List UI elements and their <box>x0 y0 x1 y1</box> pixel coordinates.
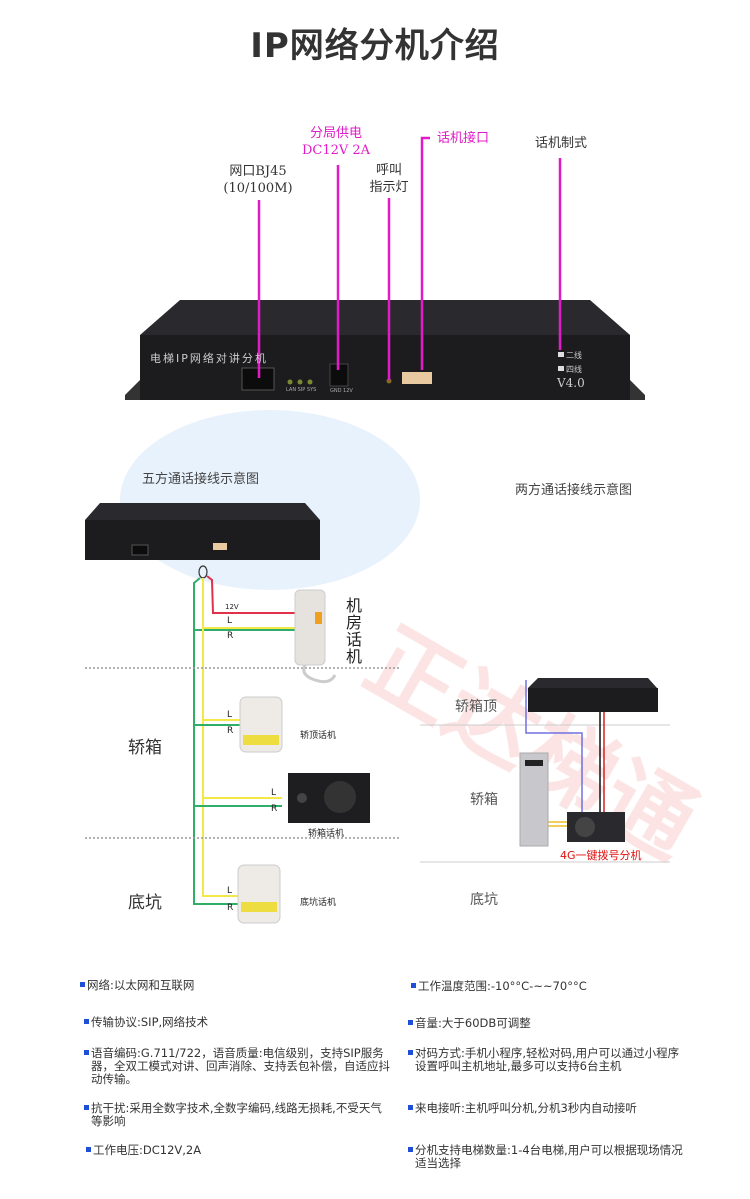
network-port-line2: (10/100M) <box>223 181 293 196</box>
left-diagram-title: 五方通话接线示意图 <box>142 472 260 487</box>
car-wire-l: L <box>271 788 277 798</box>
phone-mode-label: 话机制式 <box>535 136 588 151</box>
spec-item: 分机支持电梯数量:1-4台电梯,用户可以根据现场情况适当选择 <box>408 1144 687 1170</box>
network-port-line1: 网口BJ45 <box>229 164 287 179</box>
spec-item: 音量:大于60DB可调整 <box>408 1017 735 1030</box>
power-label: 分局供电 DC12V 2A <box>296 125 376 159</box>
right-wires <box>525 680 605 827</box>
page-title: IP网络分机介绍 <box>250 26 500 66</box>
dialer-label: 4G一键拨号分机 <box>560 849 642 862</box>
left-diagram-device <box>85 503 320 560</box>
pit-phone-image <box>237 864 281 924</box>
pit-label: 底坑 <box>128 893 162 913</box>
car-top-wire-r: R <box>227 726 234 736</box>
led-labels: LAN SIP SYS <box>286 387 317 393</box>
car-top-label: 轿箱顶 <box>455 699 497 715</box>
right-pit-label: 底坑 <box>470 892 498 908</box>
pit-phone-label: 底坑话机 <box>300 898 337 908</box>
spec-item: 传输协议:SIP,网络技术 <box>84 1016 411 1029</box>
power-line1: 分局供电 <box>309 126 362 141</box>
device-version: V4.0 <box>557 376 585 390</box>
call-indicator-label: 呼叫 指示灯 <box>359 162 419 196</box>
right-diagram-device <box>528 678 658 712</box>
car-label: 轿箱 <box>128 738 162 758</box>
device-name: 电梯IP网络对讲分机 <box>150 352 268 365</box>
spec-item: 对码方式:手机小程序,轻松对码,用户可以通过小程序设置呼叫主机地址,最多可以支持… <box>408 1047 687 1073</box>
spec-item: 网络:以太网和互联网 <box>80 979 407 992</box>
spec-item: 工作温度范围:-10°°C-~~70°°C <box>411 980 738 993</box>
main-device-image <box>125 300 645 400</box>
call-indicator-line1: 呼叫 <box>375 163 402 178</box>
car-top-phone-label: 轿顶话机 <box>300 731 337 741</box>
right-car-label: 轿箱 <box>470 792 498 808</box>
mode-option-2wire: 二线 <box>566 351 582 360</box>
car-panel-image <box>519 752 549 847</box>
spec-item: 工作电压:DC12V,2A <box>86 1144 413 1157</box>
machine-room-phone-label: 机房话机 <box>346 596 363 666</box>
wire-label-r: R <box>227 631 234 641</box>
car-phone-image <box>288 773 370 823</box>
car-phone-label: 轿箱话机 <box>308 829 345 839</box>
pit-wire-l: L <box>227 886 233 896</box>
power-line2: DC12V 2A <box>301 143 371 158</box>
level-dividers <box>85 667 400 839</box>
wire-label-l: L <box>227 616 233 626</box>
pit-wire-r: R <box>227 903 234 913</box>
spec-item: 语音编码:G.711/722，语音质量:电信级别，支持SIP服务器，全双工模式对… <box>84 1046 390 1086</box>
car-top-wire-l: L <box>227 710 233 720</box>
mode-option-4wire: 四线 <box>566 365 582 374</box>
power-port-label: GND 12V <box>330 388 353 394</box>
left-wires <box>193 565 300 905</box>
spec-item: 来电接听:主机呼叫分机,分机3秒内自动接听 <box>408 1102 735 1115</box>
wire-label-12v: 12V <box>225 603 239 611</box>
car-top-phone-image <box>239 696 283 753</box>
call-indicator-line2: 指示灯 <box>369 180 409 195</box>
car-wire-r: R <box>271 804 278 814</box>
callout-lines <box>257 136 562 380</box>
right-level-dividers <box>420 724 670 863</box>
phone-interface-label: 话机接口 <box>437 131 490 146</box>
spec-item: 抗干扰:采用全数字技术,全数字编码,线路无损耗,不受天气等影响 <box>84 1102 391 1128</box>
dialer-image <box>567 812 625 842</box>
right-diagram-title: 两方通话接线示意图 <box>515 483 633 498</box>
network-port-label: 网口BJ45 (10/100M) <box>218 163 298 197</box>
machine-room-phone-image <box>294 589 337 684</box>
